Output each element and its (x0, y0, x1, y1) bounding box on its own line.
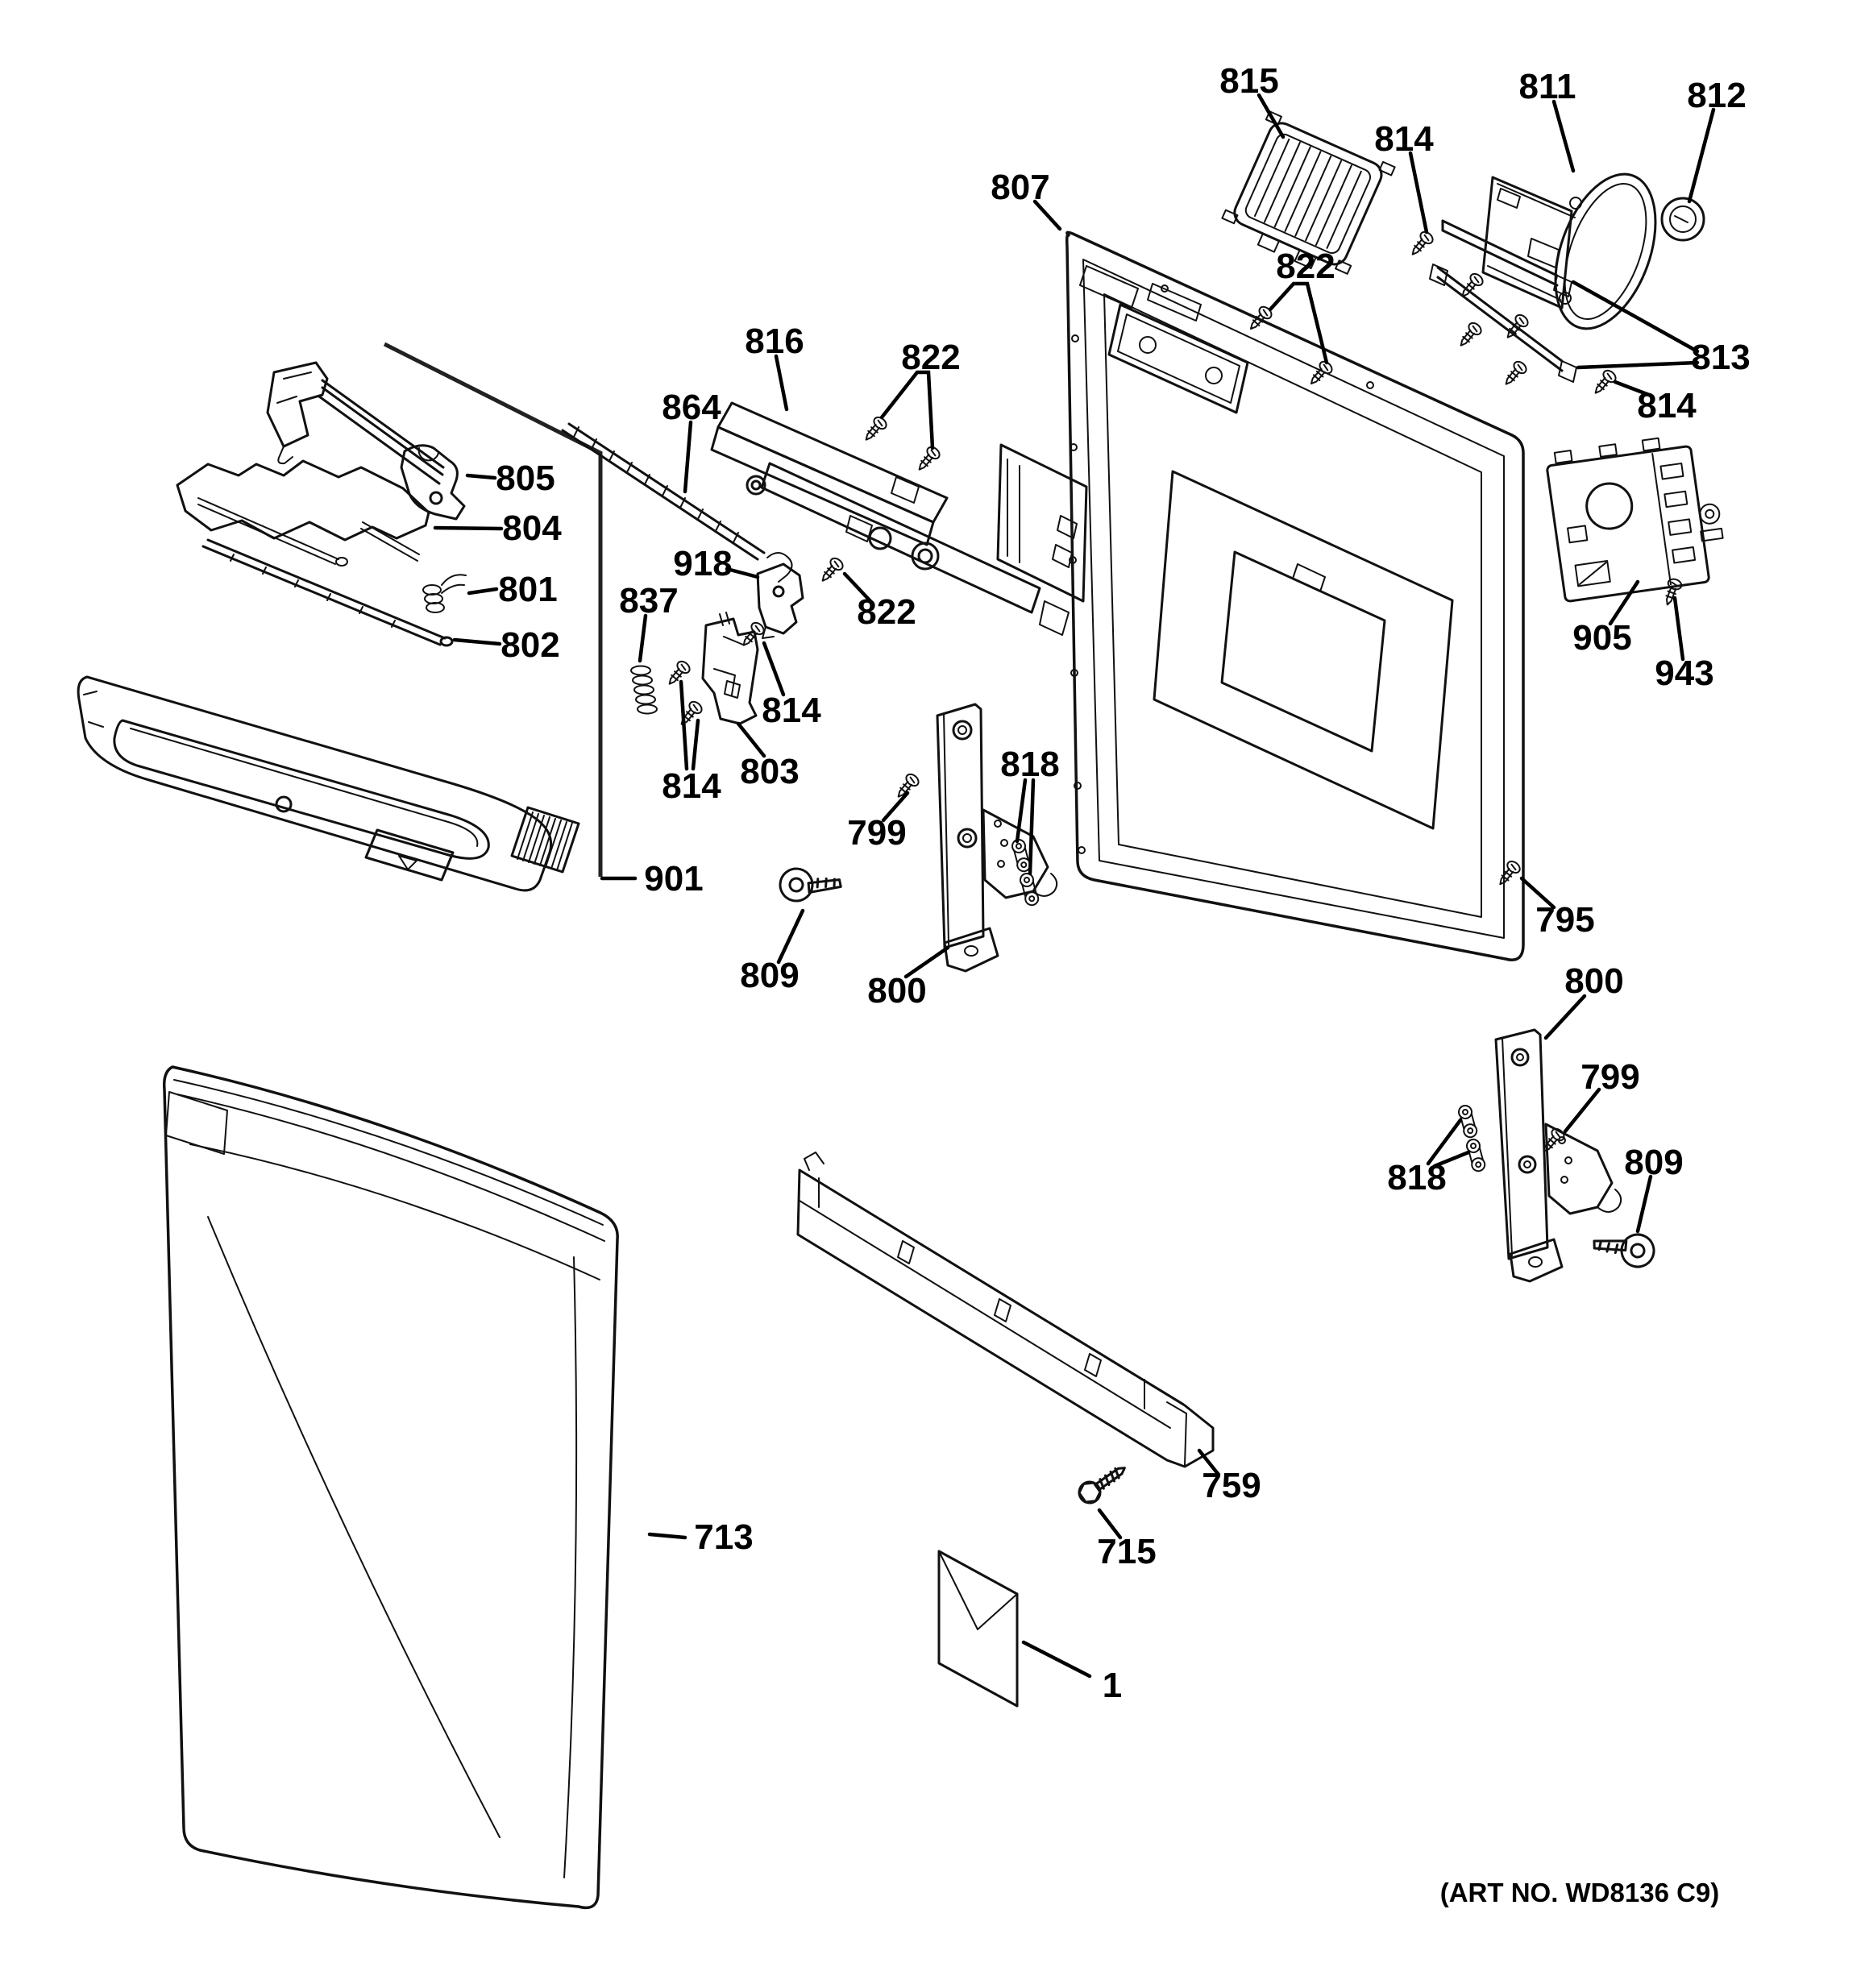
callout-818-right: 818 (1387, 1158, 1446, 1197)
callout-811: 811 (1519, 67, 1576, 106)
callout-713: 713 (694, 1517, 753, 1557)
group-hinge-right-800 (1456, 1028, 1661, 1283)
group-hinge-left-800 (775, 703, 1058, 973)
screw-822-icon (860, 413, 890, 446)
part-wire-bracket-805 (266, 361, 466, 521)
part-latch-rail-816 (710, 401, 1088, 636)
pushpin-809-icon (775, 864, 844, 913)
callout-814-latch: 814 (762, 691, 821, 730)
part-outer-door-panel-713 (162, 1065, 619, 1910)
part-door-hinge-left-800 (936, 703, 1058, 973)
screw-822-icon (913, 443, 943, 475)
callout-809-right: 809 (1624, 1143, 1683, 1182)
screw-822-icon (1305, 358, 1335, 389)
callout-812: 812 (1687, 76, 1746, 115)
callout-813: 813 (1691, 338, 1750, 377)
callout-837: 837 (619, 581, 678, 620)
screw-943-icon (1659, 576, 1684, 608)
callout-814-bracket: 814 (662, 766, 721, 806)
screw-814-icon (663, 658, 693, 690)
part-ribbon-cable (510, 806, 580, 874)
part-door-hinge-right-800 (1494, 1028, 1622, 1283)
screw-814-icon (1500, 358, 1530, 390)
callout-759: 759 (1202, 1466, 1261, 1505)
pushpin-809-icon (1590, 1216, 1661, 1274)
art-number: (ART NO. WD8136 C9) (1440, 1878, 1720, 1907)
callout-864: 864 (662, 388, 721, 427)
callout-905: 905 (1572, 618, 1631, 658)
screw-814-icon (1455, 319, 1485, 351)
callout-809-left: 809 (740, 956, 799, 995)
part-literature-envelope-1 (937, 1550, 1019, 1708)
part-slide-strip-864 (561, 422, 766, 561)
callout-807: 807 (991, 168, 1049, 207)
callout-795: 795 (1535, 900, 1594, 940)
leader-lines (433, 93, 1716, 1679)
callout-805: 805 (496, 459, 555, 498)
callout-803: 803 (740, 752, 799, 791)
group-top-right-panel (1221, 110, 1705, 399)
part-control-module-905 (1546, 437, 1724, 603)
part-trim-rod-802 (201, 538, 454, 647)
labels: 815 811 812 814 807 822 813 814 816 822 … (496, 61, 1750, 1705)
callout-918: 918 (673, 544, 732, 583)
callout-800-right: 800 (1564, 961, 1623, 1001)
callout-822-center-lower: 822 (857, 592, 916, 632)
part-round-cap-812 (1660, 197, 1705, 242)
part-switch-bracket-803 (701, 612, 759, 725)
screw-814-icon (675, 698, 705, 730)
screw-822-icon (816, 554, 846, 587)
callout-814-top-right-lower: 814 (1637, 386, 1697, 425)
part-inner-door-panel-807 (1065, 230, 1525, 961)
callout-799-left: 799 (847, 813, 906, 853)
link-818-icon (1464, 1137, 1488, 1173)
screw-795-icon (1493, 858, 1523, 890)
link-818-icon (1018, 871, 1041, 907)
callout-943: 943 (1655, 654, 1713, 693)
group-escutcheon-901 (77, 342, 638, 892)
callout-814-top-right-upper: 814 (1374, 119, 1434, 159)
callout-816: 816 (745, 322, 804, 361)
callout-822-top-right: 822 (1276, 247, 1335, 286)
group-access-panel-759 (796, 1152, 1215, 1708)
callout-1: 1 (1103, 1666, 1122, 1705)
part-door-latch-918 (756, 552, 804, 639)
group-latch-rail-816 (561, 401, 1088, 730)
callout-804: 804 (502, 508, 562, 548)
part-spring-837 (630, 665, 658, 715)
screw-715-icon (1074, 1458, 1132, 1509)
callout-901: 901 (644, 859, 703, 899)
group-outer-door-713 (162, 1065, 619, 1910)
group-inner-door-807 (1065, 230, 1525, 961)
part-escutcheon-panel (77, 675, 553, 892)
screw-799-icon (892, 770, 922, 803)
part-baffle-plate-804 (176, 459, 430, 567)
part-access-panel-759 (796, 1152, 1215, 1468)
group-901-outline (383, 342, 603, 877)
callout-800-left: 800 (867, 971, 926, 1011)
callout-815: 815 (1219, 61, 1278, 101)
callout-822-center-upper: 822 (901, 338, 960, 377)
part-latch-housing-811 (1481, 172, 1657, 330)
callout-818-left: 818 (1000, 745, 1059, 784)
callout-715: 715 (1097, 1532, 1156, 1571)
part-brackets-813 (1429, 219, 1577, 383)
callout-802: 802 (501, 625, 559, 665)
group-module-905 (1546, 437, 1724, 603)
screw-814-icon (1406, 228, 1436, 260)
callout-801: 801 (498, 570, 557, 609)
part-spring-clip-801 (422, 574, 467, 613)
part-vent-grille-815 (1221, 110, 1396, 275)
callout-799-right: 799 (1580, 1057, 1639, 1097)
